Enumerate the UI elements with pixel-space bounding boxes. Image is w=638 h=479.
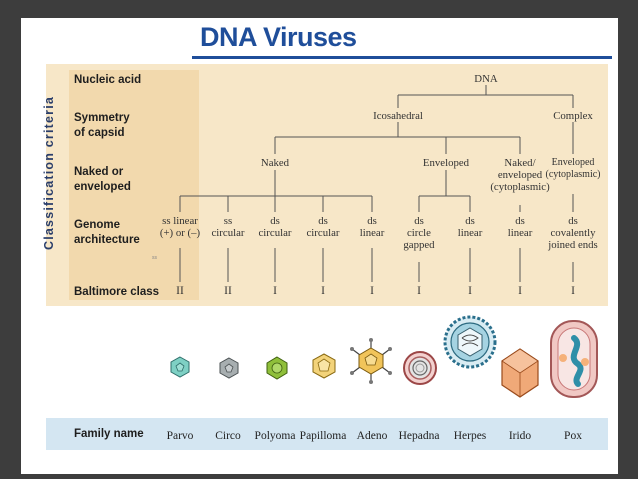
criteria-column xyxy=(69,70,199,300)
baltimore-papilloma: I xyxy=(321,285,325,297)
tiny-mark: ss xyxy=(152,255,157,261)
family-papilloma: Papilloma xyxy=(299,430,347,442)
row-label-genome: Genome architecture xyxy=(74,219,140,246)
family-name-label: Family name xyxy=(74,428,144,440)
hepadna-virion-icon xyxy=(403,351,437,385)
baltimore-herpes: I xyxy=(468,285,472,297)
family-hepadna: Hepadna xyxy=(398,430,440,442)
page-title: DNA Viruses xyxy=(200,22,357,52)
baltimore-circo: II xyxy=(224,285,232,297)
row-label-nucleic-acid: Nucleic acid xyxy=(74,74,142,86)
baltimore-pox: I xyxy=(571,285,575,297)
genome-adeno: ds linear xyxy=(359,215,385,239)
genome-polyoma: ds circular xyxy=(258,215,292,239)
baltimore-hepadna: I xyxy=(417,285,421,297)
title-underline xyxy=(192,56,612,59)
polyoma-virion-icon xyxy=(266,356,288,380)
genome-circo: ss circular xyxy=(211,215,245,239)
node-complex: Complex xyxy=(553,110,593,122)
family-circo: Circo xyxy=(215,430,241,442)
baltimore-parvo: II xyxy=(176,285,184,297)
family-adeno: Adeno xyxy=(356,430,388,442)
node-dna: DNA xyxy=(474,73,498,85)
baltimore-adeno: I xyxy=(370,285,374,297)
genome-papilloma: ds circular xyxy=(306,215,340,239)
irido-virion-icon xyxy=(501,348,539,398)
row-label-envelope: Naked or enveloped xyxy=(74,166,131,193)
baltimore-irido: I xyxy=(518,285,522,297)
herpes-virion-icon xyxy=(443,315,497,369)
parvo-virion-icon xyxy=(170,356,190,378)
papilloma-virion-icon xyxy=(312,353,336,379)
genome-hepadna: ds circle gapped xyxy=(403,215,435,251)
node-icosahedral: Icosahedral xyxy=(373,110,423,122)
family-polyoma: Polyoma xyxy=(254,430,296,442)
genome-herpes: ds linear xyxy=(457,215,483,239)
row-label-baltimore: Baltimore class xyxy=(74,286,160,298)
node-naked: Naked xyxy=(260,157,290,169)
genome-pox: ds covalently joined ends xyxy=(548,215,598,251)
genome-irido: ds linear xyxy=(507,215,533,239)
circo-virion-icon xyxy=(219,357,239,379)
pox-virion-icon xyxy=(550,320,598,398)
family-parvo: Parvo xyxy=(166,430,194,442)
genome-parvo: ss linear (+) or (–) xyxy=(159,215,201,239)
family-irido: Irido xyxy=(508,430,532,442)
family-name-bar xyxy=(46,418,608,450)
adeno-virion-icon xyxy=(350,338,392,384)
node-enveloped: Enveloped xyxy=(422,157,470,169)
node-naked-enveloped-cytoplasmic: Naked/ enveloped (cytoplasmic) xyxy=(490,157,550,193)
node-enveloped-cytoplasmic: Enveloped (cytoplasmic) xyxy=(545,157,601,180)
row-label-symmetry: Symmetry of capsid xyxy=(74,112,130,139)
baltimore-polyoma: I xyxy=(273,285,277,297)
family-pox: Pox xyxy=(564,430,582,442)
family-herpes: Herpes xyxy=(453,430,487,442)
